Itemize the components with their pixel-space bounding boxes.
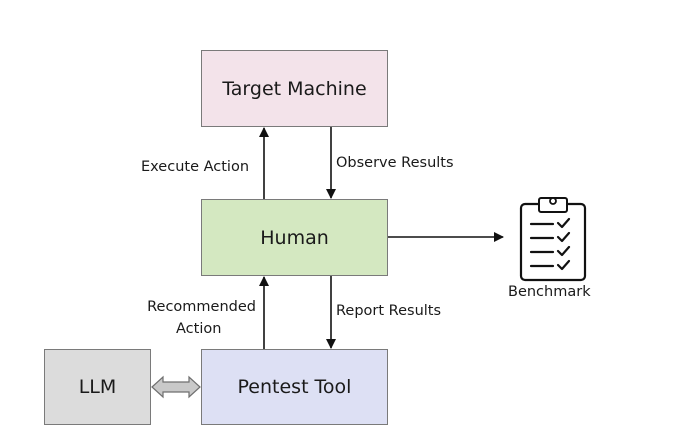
llm-pentest-double-arrow: [151, 375, 201, 399]
recommended-action-label: Recommended Action: [140, 296, 256, 340]
target-machine-label: Target Machine: [222, 77, 367, 100]
execute-action-label: Execute Action: [141, 159, 250, 175]
report-results-label: Report Results: [336, 303, 442, 319]
recommended-action-label-line2: Action: [176, 321, 222, 337]
target-machine-box: Target Machine: [201, 50, 388, 127]
clipboard-checklist-icon: [519, 197, 587, 282]
pentest-tool-label: Pentest Tool: [237, 376, 352, 398]
pentest-tool-box: Pentest Tool: [201, 349, 388, 425]
recommended-action-label-line1: Recommended: [147, 299, 256, 315]
observe-results-label: Observe Results: [336, 155, 454, 171]
human-label: Human: [260, 226, 329, 249]
llm-box: LLM: [44, 349, 151, 425]
human-box: Human: [201, 199, 388, 276]
llm-label: LLM: [78, 376, 117, 398]
benchmark-label: Benchmark: [508, 284, 591, 300]
